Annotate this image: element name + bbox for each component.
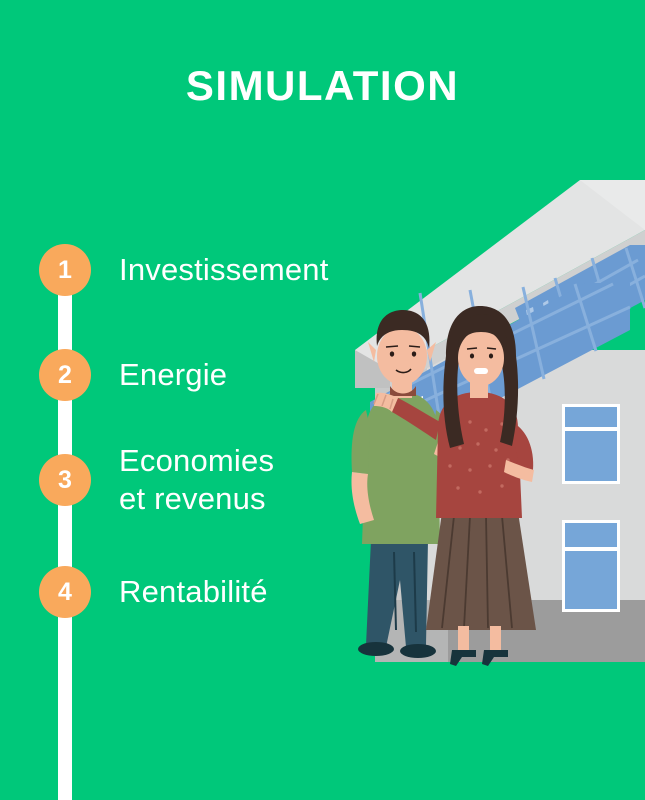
- man-eyebrows: [385, 345, 421, 348]
- woman-leg-right: [490, 626, 501, 654]
- house-illustration-svg: [351, 180, 645, 666]
- woman-figure: [373, 306, 536, 666]
- step-item-2[interactable]: 2 Energie: [0, 349, 420, 401]
- man-hand-on-woman: [504, 460, 534, 482]
- page-title: SIMULATION: [185, 62, 460, 109]
- woman-shoe-left: [450, 650, 476, 666]
- house-illustration: [330, 160, 645, 672]
- step-item-4[interactable]: 4 Rentabilité: [0, 566, 420, 618]
- woman-leg-left: [458, 626, 469, 654]
- step-label-4: Rentabilité: [119, 574, 268, 609]
- window-lower-pane: [565, 551, 617, 609]
- woman-head: [458, 330, 504, 386]
- man-ear-right: [427, 342, 436, 362]
- window-lower: [562, 520, 620, 612]
- woman-hand-left-fingers: [373, 393, 394, 410]
- man-face: [389, 351, 417, 357]
- woman-smile: [474, 368, 488, 374]
- man-sleeve-left: [351, 410, 370, 474]
- woman-arm-right-sleeve: [510, 426, 534, 478]
- step-number-badge-4: 4: [39, 566, 91, 618]
- step-number-badge-1: 1: [39, 244, 91, 296]
- step-label-1: Investissement: [119, 252, 329, 287]
- step-number-badge-3: 3: [39, 454, 91, 506]
- man-shoe-left: [358, 642, 394, 656]
- window-upper-transom: [565, 407, 617, 427]
- woman-arm-left-sleeve: [392, 398, 440, 440]
- roof-eave-shadow: [355, 350, 390, 388]
- woman-face: [469, 353, 494, 359]
- roof-peak: [580, 180, 645, 230]
- man-hair: [376, 310, 430, 348]
- man-pants-crease-2: [413, 551, 417, 633]
- man-ear-left: [368, 342, 376, 362]
- woman-hair-fringe: [458, 314, 508, 352]
- roof-slab: [355, 180, 645, 370]
- man-pants-crease: [393, 551, 397, 631]
- woman-shoe-right: [482, 650, 508, 666]
- man-shirt: [362, 392, 440, 544]
- step-label-3: Economies et revenus: [119, 443, 275, 516]
- woman-skirt-pleats: [441, 515, 513, 629]
- woman-hand-left: [374, 392, 398, 412]
- man-head: [377, 327, 427, 385]
- step-item-3[interactable]: 3 Economies et revenus: [0, 443, 420, 516]
- window-upper-pane: [565, 431, 617, 481]
- step-item-1[interactable]: 1 Investissement: [0, 244, 420, 296]
- man-mouth: [395, 368, 412, 374]
- step-label-2: Energie: [119, 357, 228, 392]
- woman-eyebrows: [466, 347, 497, 350]
- step-number-badge-2: 2: [39, 349, 91, 401]
- timeline-connector: [58, 290, 72, 800]
- man-arm-left: [351, 472, 374, 524]
- man-pants: [366, 540, 428, 647]
- window-upper: [562, 404, 620, 484]
- man-collar: [390, 386, 416, 396]
- window-lower-transom: [565, 523, 617, 547]
- man-shoe-right: [400, 644, 436, 658]
- woman-skirt: [426, 512, 536, 630]
